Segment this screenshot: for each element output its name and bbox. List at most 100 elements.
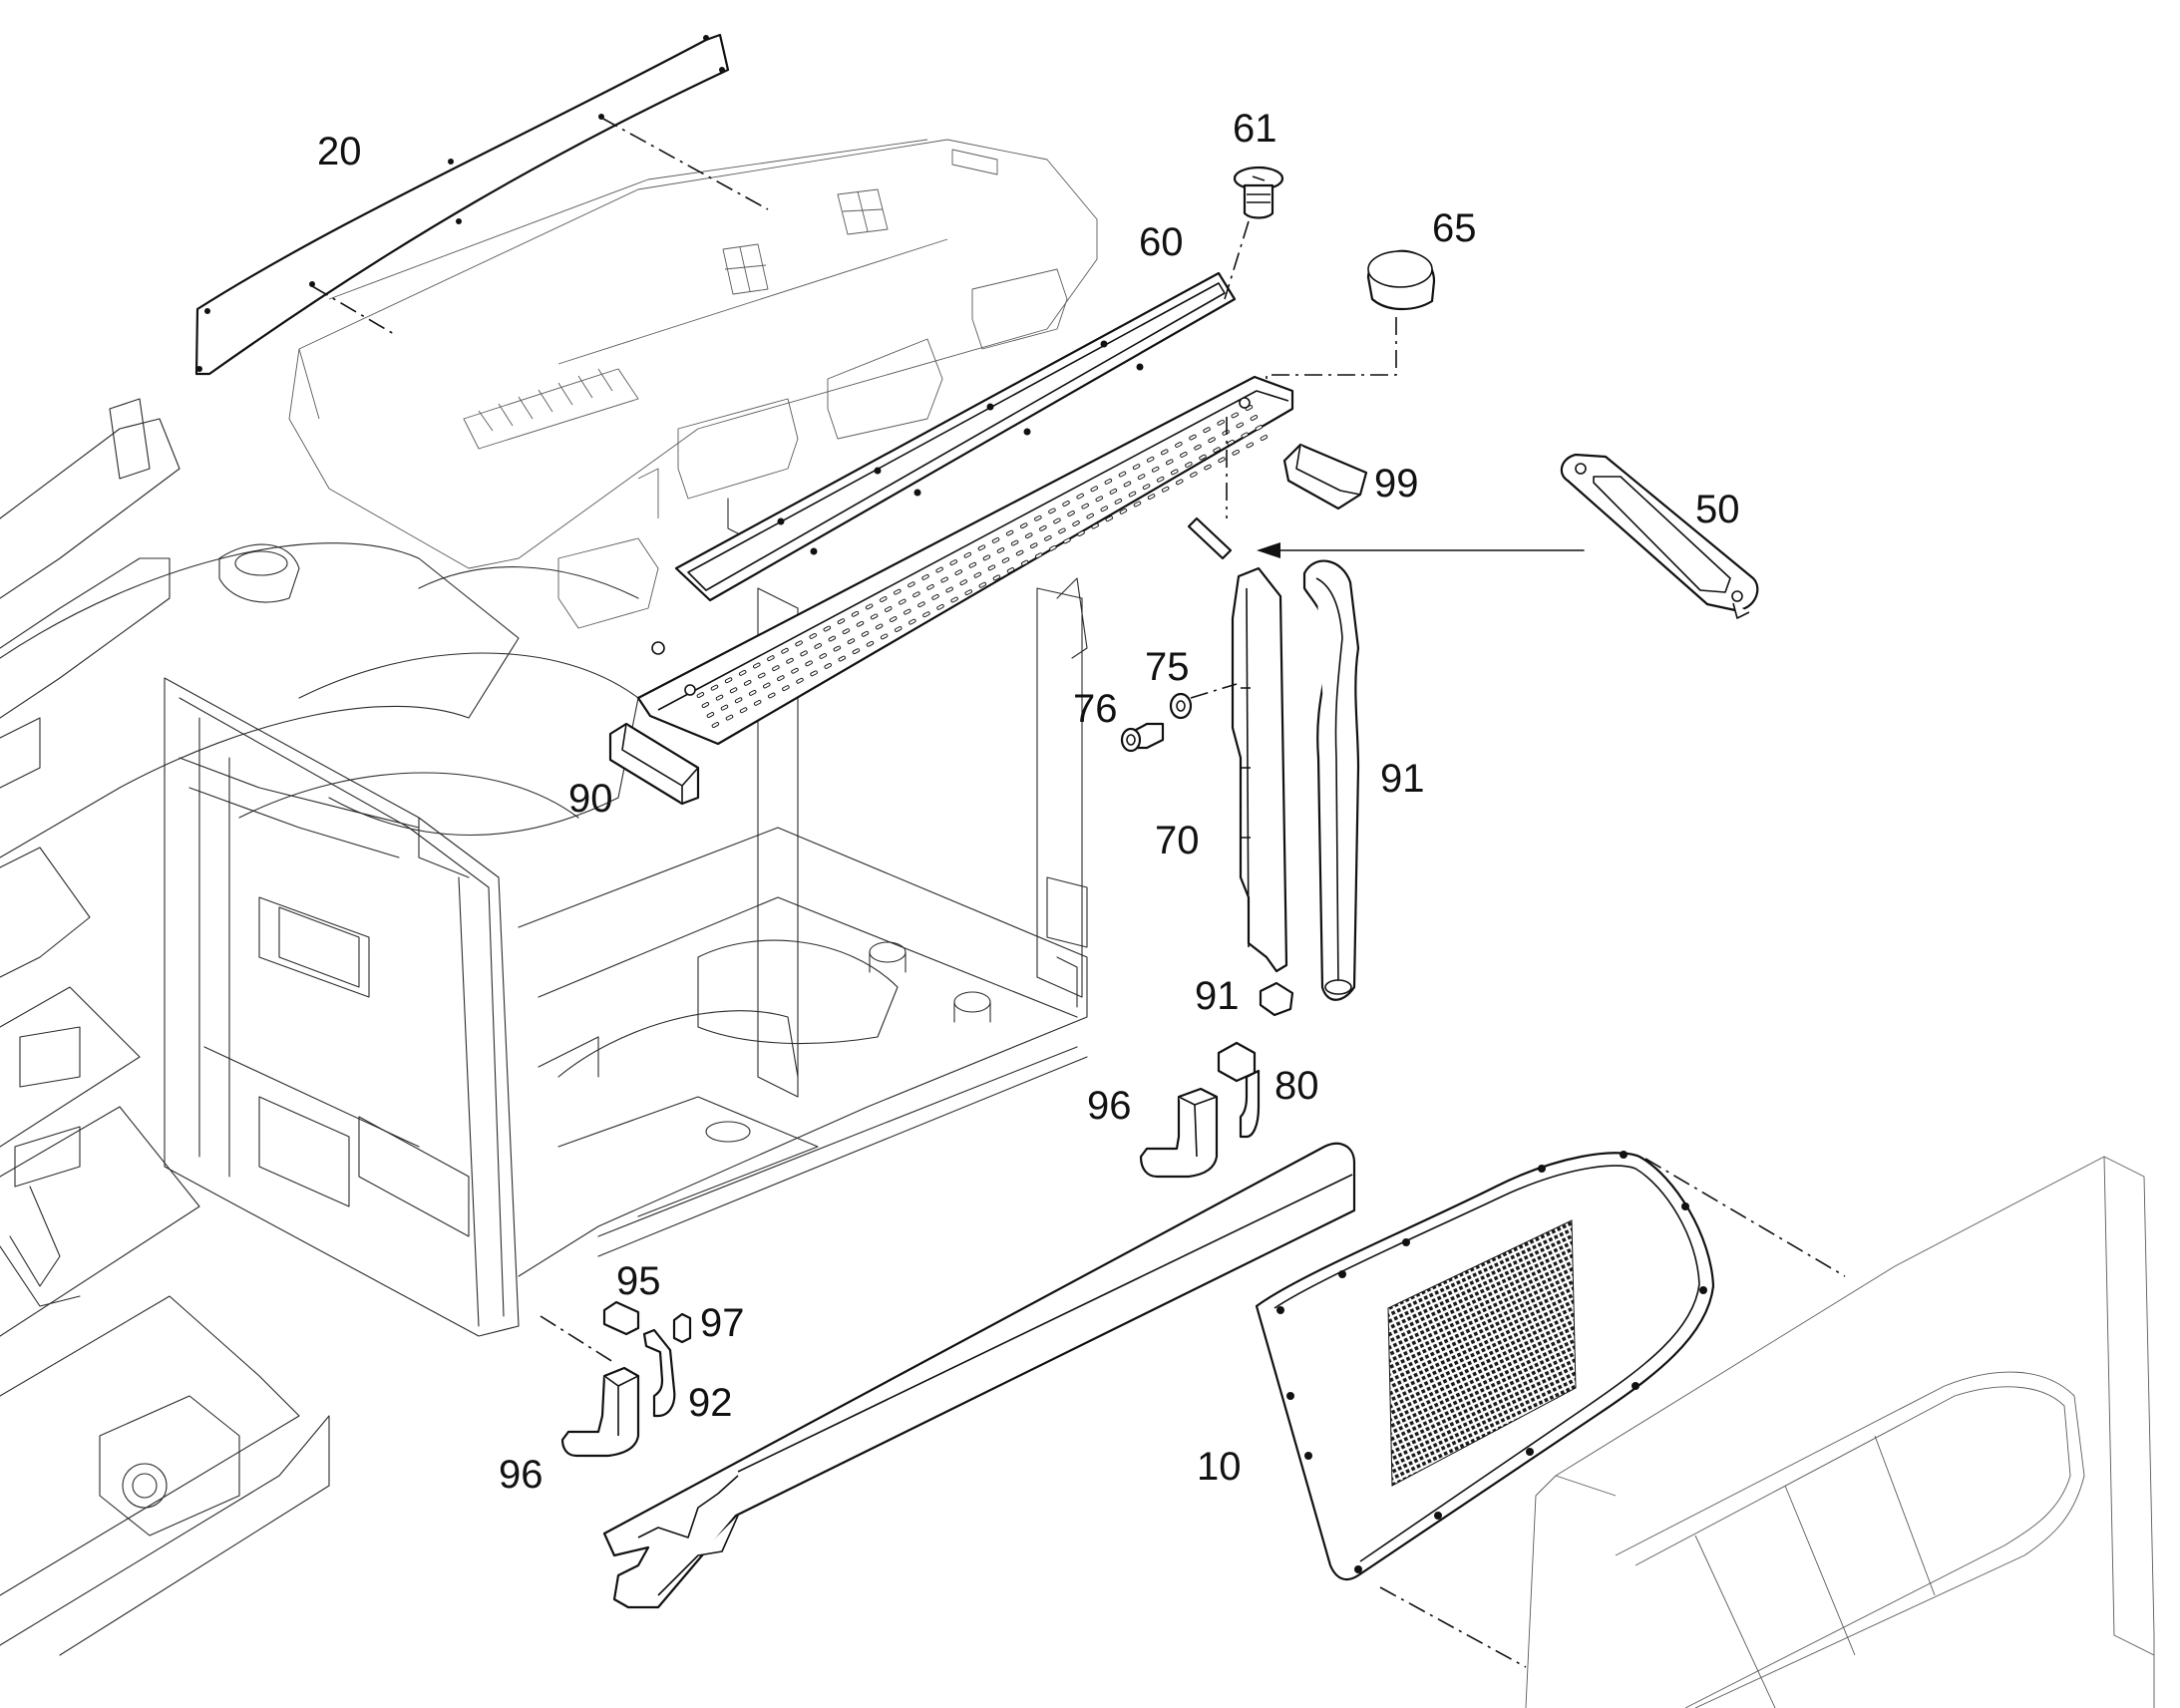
callout-50: 50: [1695, 488, 1740, 531]
panel-slot: [895, 626, 903, 632]
panel-slot: [880, 596, 888, 602]
part-92-clip: [642, 1328, 676, 1418]
panel-slot: [1232, 449, 1240, 456]
panel-slot: [1236, 422, 1244, 429]
panel-slot: [1227, 439, 1235, 446]
callout-91-upper: 91: [1380, 757, 1425, 801]
panel-slot: [786, 657, 794, 664]
panel-slot: [899, 598, 907, 605]
panel-slot: [875, 623, 884, 630]
callout-65: 65: [1432, 206, 1477, 250]
panel-slot: [748, 689, 757, 696]
panel-slot: [870, 613, 879, 620]
panel-slot: [1035, 552, 1043, 559]
panel-slot: [809, 633, 817, 639]
panel-slot: [1156, 476, 1165, 483]
panel-slot: [1175, 442, 1183, 448]
panel-slot: [880, 633, 889, 640]
panel-slot: [922, 611, 930, 618]
callout-70: 70: [1155, 819, 1200, 862]
panel-slot: [767, 655, 775, 661]
panel-slot: [1048, 508, 1056, 514]
assembly-arrow: [1257, 542, 1585, 558]
panel-slot: [1015, 549, 1024, 556]
panel-slot: [768, 692, 776, 699]
part-65-cap: [1266, 249, 1436, 409]
panel-slot: [1044, 534, 1052, 541]
panel-slot: [977, 544, 986, 551]
panel-slot: [1213, 447, 1221, 454]
part-99-foam-block: [1282, 443, 1368, 511]
panel-slot: [729, 687, 738, 694]
panel-slot: [940, 576, 948, 583]
part-95-block: [602, 1300, 640, 1336]
panel-slot: [763, 682, 771, 689]
panel-slot: [739, 707, 748, 714]
panel-slot: [720, 704, 729, 711]
panel-slot: [861, 630, 870, 637]
panel-slot: [738, 669, 747, 676]
part-90-foam-block: [608, 722, 700, 806]
panel-slot: [1039, 524, 1047, 531]
panel-slot: [701, 702, 710, 708]
panel-slot: [1090, 486, 1098, 493]
callout-20: 20: [317, 130, 362, 173]
panel-slot: [1030, 542, 1038, 549]
part-91-seal-long: [1302, 559, 1360, 1001]
panel-slot: [1086, 512, 1094, 519]
panel-slot: [837, 618, 846, 625]
panel-slot: [753, 699, 762, 706]
panel-slots: [696, 405, 1269, 728]
panel-slot: [978, 581, 987, 588]
panel-slot: [781, 647, 789, 654]
panel-slot: [1049, 544, 1057, 551]
panel-slot: [1005, 529, 1014, 536]
panel-slot: [1128, 491, 1137, 498]
panel-slot: [866, 640, 875, 647]
panel-slot: [1020, 522, 1028, 529]
panel-slot: [954, 569, 962, 575]
callout-97: 97: [700, 1301, 745, 1345]
panel-slot: [1109, 488, 1118, 495]
part-97-block: [672, 1312, 692, 1344]
panel-slot: [1161, 486, 1170, 493]
panel-slot: [1063, 537, 1071, 544]
panel-slot: [1171, 469, 1179, 476]
panel-slot: [696, 692, 705, 698]
panel-slot: [1137, 474, 1146, 480]
panel-slot: [791, 667, 799, 674]
panel-slot: [926, 583, 934, 590]
panel-slot: [805, 660, 813, 667]
panel-slot: [1010, 539, 1019, 546]
panel-slot: [1246, 442, 1254, 449]
panel-slot: [1241, 432, 1249, 439]
panel-slot: [838, 655, 847, 662]
panel-slot: [1077, 530, 1085, 536]
panel-slot: [1166, 459, 1174, 466]
panel-slot: [936, 603, 944, 610]
panel-slot: [810, 670, 818, 677]
panel-slot: [1250, 415, 1259, 421]
panel-slot: [1081, 503, 1089, 510]
panel-slot: [1133, 501, 1142, 508]
panel-slot: [758, 672, 766, 679]
panel-slot: [917, 601, 925, 608]
callout-80: 80: [1274, 1064, 1319, 1108]
roof-shell: [288, 139, 1098, 629]
panel-slot: [987, 564, 996, 571]
panel-slot: [1118, 471, 1127, 478]
callout-90: 90: [568, 777, 613, 821]
panel-slot: [968, 561, 977, 568]
part-91-block: [1259, 981, 1294, 1017]
chassis-frame: [0, 398, 1088, 1656]
panel-slot: [992, 574, 1001, 581]
panel-slot: [1146, 456, 1155, 463]
callout-99: 99: [1374, 462, 1419, 506]
callout-10: 10: [1197, 1445, 1242, 1489]
part-70-bracket: [1231, 566, 1288, 973]
callout-96-right: 96: [1087, 1084, 1132, 1128]
bottom-channel-rail: [602, 1142, 1356, 1609]
panel-slot: [1053, 517, 1061, 524]
panel-slot: [1199, 454, 1207, 461]
panel-slot: [991, 537, 1000, 543]
